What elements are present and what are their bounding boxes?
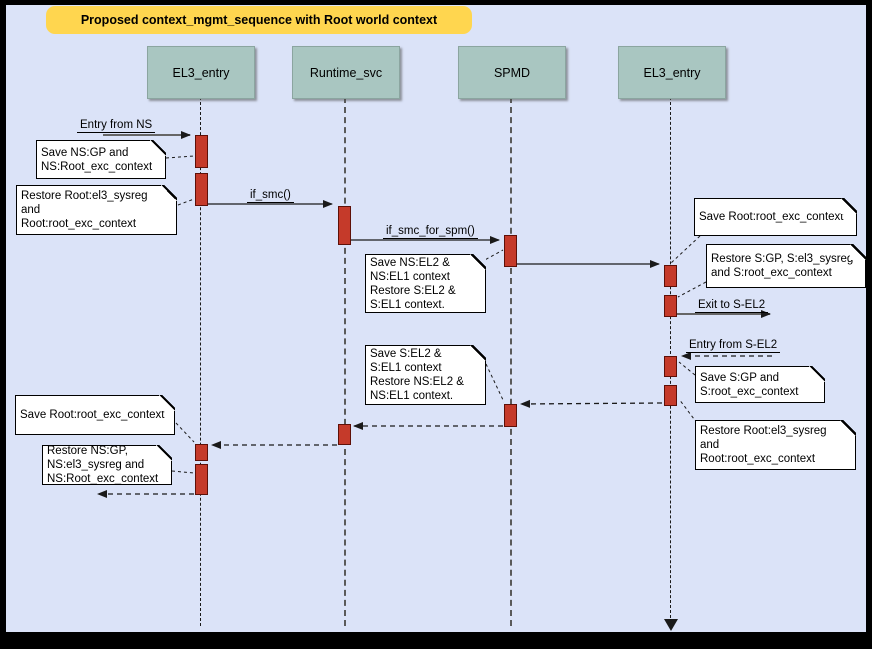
note-fold-icon: [470, 254, 486, 270]
note-connector-8: [485, 363, 505, 403]
activation-bar: [504, 404, 517, 427]
message-label-entry-from-ns: Entry from NS: [77, 119, 156, 133]
activation-bar: [664, 295, 677, 317]
note-fold-icon: [470, 345, 486, 361]
note-save-s-el2: Save S:EL2 & S:EL1 context Restore NS:EL…: [365, 345, 486, 405]
note-connector-5: [677, 281, 707, 298]
participant-label: EL3_entry: [172, 65, 230, 80]
note-fold-icon: [841, 198, 857, 214]
note-restore-root-el3-sysreg: Restore Root:el3_sysreg and Root:root_ex…: [16, 185, 177, 235]
activation-bar: [195, 444, 208, 461]
arrow-return-el3-to-spmd: [520, 399, 663, 408]
message-label-if-smc-for-spm: if_smc_for_spm(): [383, 225, 478, 239]
diagram-title: Proposed context_mgmt_sequence with Root…: [46, 6, 472, 34]
note-restore-root-el3-right: Restore Root:el3_sysreg and Root:root_ex…: [695, 420, 856, 470]
lifeline-el3-entry-left: [200, 97, 201, 626]
activation-bar: [338, 206, 351, 245]
frame-border-right: [866, 0, 872, 649]
note-connector-7: [678, 398, 698, 424]
note-save-ns-gp: Save NS:GP and NS:Root_exc_context: [36, 140, 166, 179]
participant-spmd: SPMD: [458, 46, 566, 99]
note-fold-icon: [809, 366, 825, 382]
activation-bar: [338, 424, 351, 445]
activation-bar: [504, 235, 517, 267]
note-save-s-gp: Save S:GP and S:root_exc_context: [695, 366, 825, 403]
activation-bar: [195, 464, 208, 495]
message-label-exit-to-sel2: Exit to S-EL2: [695, 299, 769, 313]
frame-border-bottom: [0, 632, 872, 649]
activation-bar: [664, 356, 677, 377]
participant-label: SPMD: [493, 65, 531, 80]
note-restore-ns-gp: Restore NS:GP, NS:el3_sysreg and NS:Root…: [42, 445, 172, 485]
activation-bar: [195, 173, 208, 206]
note-fold-icon: [159, 395, 175, 411]
lifeline-end-arrow-icon: [664, 619, 678, 631]
participant-el3-entry-right: EL3_entry: [618, 46, 726, 99]
participant-label: EL3_entry: [643, 65, 701, 80]
note-connector-4: [670, 235, 701, 264]
activation-bar: [664, 385, 677, 406]
note-fold-icon: [150, 140, 166, 156]
participant-runtime-svc: Runtime_svc: [292, 46, 400, 99]
note-restore-s-gp: Restore S:GP, S:el3_sysreg and S:root_ex…: [706, 244, 866, 288]
note-connector-2: [177, 198, 195, 206]
activation-bar: [195, 135, 208, 168]
note-fold-icon: [840, 420, 856, 436]
note-save-ns-el2: Save NS:EL2 & NS:EL1 context Restore S:E…: [365, 254, 486, 313]
note-connector-6: [678, 361, 696, 376]
participant-el3-entry-left: EL3_entry: [147, 46, 255, 99]
frame-border-top: [0, 0, 872, 5]
note-save-root-exc-top: Save Root:root_exc_context: [694, 198, 857, 236]
lifeline-runtime-svc: [344, 97, 346, 626]
activation-bar: [664, 265, 677, 287]
note-fold-icon: [850, 244, 866, 260]
note-connector-9: [175, 422, 195, 443]
note-save-root-exc-bottom: Save Root:root_exc_context: [15, 395, 175, 435]
note-connector-10: [171, 470, 195, 474]
message-label-entry-from-sel2: Entry from S-EL2: [686, 339, 781, 353]
message-label-if-smc: if_smc(): [247, 189, 294, 203]
note-fold-icon: [161, 185, 177, 201]
lifeline-spmd: [510, 97, 512, 626]
frame-border-left: [0, 0, 6, 649]
note-connector-1: [165, 155, 195, 159]
note-fold-icon: [156, 445, 172, 461]
participant-label: Runtime_svc: [309, 65, 383, 80]
